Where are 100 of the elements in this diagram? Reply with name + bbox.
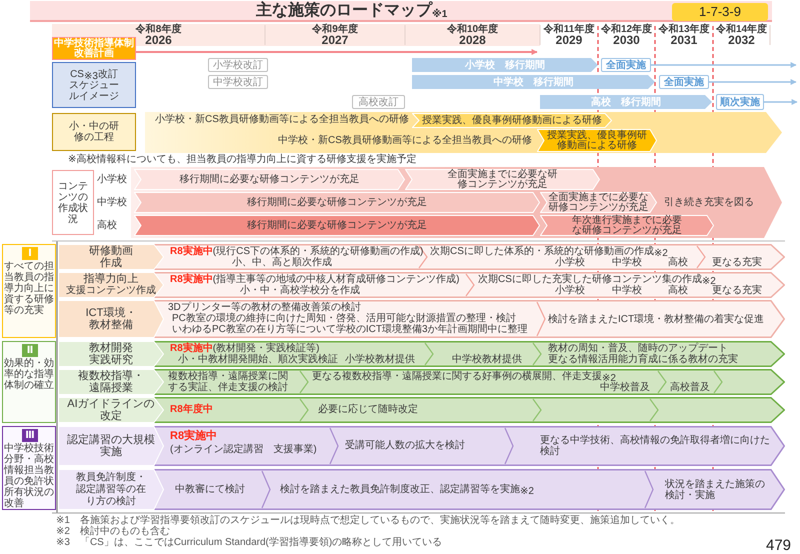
measure-title-tab — [58, 397, 164, 423]
phase-text: 状況を踏まえた施策の検討・実施 — [665, 479, 766, 501]
revision-frame — [208, 75, 268, 89]
footnote: ※1 各施策および学習指導要領改訂のスケジュールは現時点で想定しているもので、実施状況等を踏まえて随時変更、施策追加していく。 — [56, 515, 680, 526]
stage-label: 中学校 — [612, 285, 642, 296]
fiscal-year-label: 令和12年度 — [600, 24, 652, 35]
measure-row-band — [58, 469, 785, 510]
phase-text: 検討を踏まえたICT環境・教材整備の着実な促進 — [548, 314, 764, 325]
section-title: すべての担当教員の指導力向上に資する研修等の充実 — [4, 261, 54, 316]
note-text: (オンライン認定講習 支援事業) — [170, 444, 317, 455]
fiscal-year-label: 令和13年度 — [658, 24, 710, 35]
stage-label: 更なる充実 — [712, 285, 762, 296]
note-text: 小・中・高校学校分を作成 — [240, 285, 360, 296]
fiscal-year-label: 令和10年度 — [446, 24, 498, 35]
note-text: いわゆるPC教室の在り方等について学校のICT環境整備3か年計画期間中に整理 — [172, 324, 528, 335]
fiscal-year-label: 令和9年度 — [312, 24, 358, 35]
school-level-label: 小学校 — [97, 174, 127, 185]
measure-title: 複数校指導・遠隔授業 — [77, 370, 145, 394]
measure-title-tab — [58, 369, 164, 395]
status-text: R8実施中(指導主事等の地域の中核人材育成研修コンテンツ作成) — [170, 274, 460, 285]
measure-title-tab — [58, 469, 164, 510]
phase-segment — [134, 192, 540, 213]
phase-text: 更なる情報活用能力育成に係る教材の充実 — [548, 354, 738, 365]
note-text: 小、中、高と順次作成 — [232, 257, 332, 268]
stage-label: 小学校教材提供 — [345, 354, 415, 365]
phase-text: 全面実施までに必要な研修コンテンツが充足 — [548, 192, 650, 212]
stage-label: 小学校 — [555, 285, 585, 296]
timeline-arrow — [651, 62, 797, 68]
section-number-tile — [22, 247, 38, 260]
stage-label: 中学校教材提供 — [452, 354, 522, 365]
section-panel — [2, 426, 56, 510]
timeline-arrow — [709, 79, 797, 85]
section-number-tile — [22, 429, 38, 442]
measure-row-band — [58, 369, 785, 395]
period-label: 高校 移行期間 — [591, 96, 661, 108]
implementation-label: 全面実施 — [606, 60, 646, 70]
section-number-tile — [22, 344, 38, 357]
measure-title: 教員免許制度・認定講習等の在り方の検討 — [75, 472, 147, 508]
phase-segment — [134, 169, 405, 190]
implementation-frame — [716, 94, 764, 110]
category-frame — [52, 62, 136, 108]
year-label: 2031 — [670, 34, 698, 46]
phase-text: 教材の周知・普及、随時のアップデート — [548, 343, 728, 354]
measure-title: 研修動画作成 — [88, 245, 134, 269]
stage-label: 高校普及 — [670, 382, 710, 393]
note-text: PC教室の環境の維持に向けた周知・啓発、活用可能な財源措置の整理・検討 — [172, 313, 516, 324]
phase-text: 必要に応じて随時改定 — [318, 404, 418, 415]
phase-segment — [537, 129, 657, 152]
timeline-text: 中学校・新CS教員研修動画等による全担当教員への研修 — [278, 135, 532, 146]
status-text: R8実施中 — [170, 430, 218, 442]
category-label: コンテンツの作成状況 — [57, 180, 89, 224]
footnote: ※3 「CS」は、ここではCurriculum Standard(学習指導要領)の略称として用いている — [56, 537, 442, 548]
section-number: Ⅲ — [25, 430, 35, 442]
revision-frame — [352, 95, 405, 109]
note-text: ※高校情報科についても、担当教員の指導力向上に資する研修支援を実施予定 — [68, 154, 416, 165]
stage-label: 中学校 — [612, 257, 642, 268]
measure-title: 指導力向上 — [84, 273, 138, 285]
phase-text: 更なる中学技術、高校情報の免許取得者増に向けた検討 — [540, 435, 771, 457]
measure-title-tab — [58, 272, 164, 298]
page-number: 479 — [766, 538, 792, 553]
year-label: 2028 — [459, 34, 486, 46]
phase-segment — [412, 113, 612, 128]
section-number: Ⅱ — [26, 344, 34, 356]
category-frame — [52, 170, 94, 235]
measure-title: ICT環境・教材整備 — [84, 307, 138, 331]
implementation-frame — [659, 75, 709, 89]
section-title: 中学校技術分野・高校情報担当教員の免許状所有状況の改善 — [4, 443, 54, 509]
measure-title: 支援コンテンツ作成 — [66, 285, 156, 297]
content-timeline-band — [131, 167, 782, 238]
section-panel — [2, 244, 56, 338]
section-number: Ⅰ — [28, 248, 32, 260]
measure-title-tab — [58, 341, 164, 367]
year-label: 2029 — [556, 34, 582, 46]
category-frame — [52, 113, 136, 151]
measure-row-band — [58, 397, 785, 423]
stage-label: 小学校 — [555, 257, 585, 268]
phase-text: 3Dプリンター等の教材の整備改善策の検討 — [168, 302, 361, 313]
timeline-text: 引き続き充実を図る — [664, 197, 754, 208]
phase-text: 年次進行実施までに必要な研修コンテンツが充足 — [571, 216, 683, 236]
phase-text: 複数校指導・遠隔授業に関する実証、伴走支援の検討 — [168, 371, 289, 393]
status-text: R8年度中 — [170, 404, 213, 415]
training-timeline-band — [145, 112, 782, 153]
year-label: 2027 — [322, 34, 348, 46]
phase-text: 授業実践、優良事例研修動画による研修 — [546, 130, 648, 150]
phase-segment — [540, 192, 657, 213]
measure-title: 認定講習の大規模実施 — [66, 434, 156, 458]
phase-text: 授業実践、優良事例研修動画による研修 — [422, 114, 602, 127]
measure-title-tab — [58, 426, 164, 466]
year-label: 2030 — [613, 34, 640, 46]
status-text: R8実施中(現行CS下の体系的・系統的な研修動画の作成) — [170, 246, 424, 257]
period-label: 小学校 移行期間 — [465, 60, 545, 70]
measure-row-band — [58, 244, 785, 270]
fiscal-year-label: 令和11年度 — [544, 24, 594, 35]
measure-row-band — [58, 272, 785, 298]
section-title: 効果的・効率的な指導体制の確立 — [4, 358, 54, 391]
school-level-label: 中学校 — [97, 197, 127, 208]
revision-frame — [208, 58, 268, 72]
measure-row-band — [58, 300, 785, 338]
measure-row-band — [58, 426, 785, 466]
revision-label: 小学校改訂 — [213, 60, 263, 70]
